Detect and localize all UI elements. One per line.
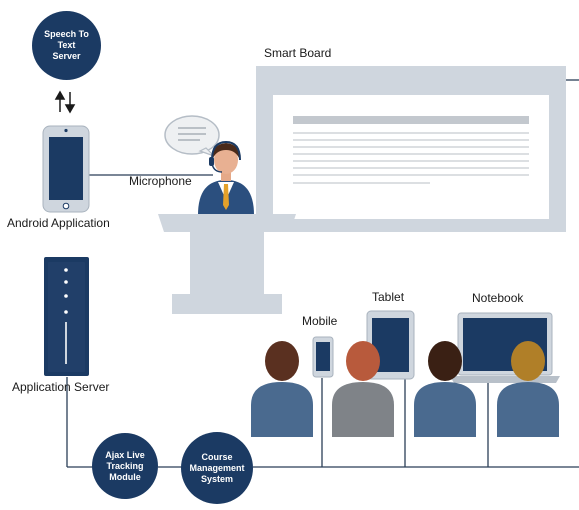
mobile-device-icon — [312, 336, 334, 378]
notebook-label: Notebook — [472, 291, 524, 305]
smart-board-label: Smart Board — [264, 46, 332, 60]
audience-person-3 — [414, 341, 476, 437]
android-application-label: Android Application — [7, 216, 110, 230]
speech-to-text-server-node: Speech To Text Server — [32, 11, 101, 80]
smart-board-icon — [256, 66, 566, 232]
podium-icon — [158, 214, 296, 314]
ajax-module-label: Ajax Live Tracking Module — [105, 449, 145, 482]
course-system-label: Course Management System — [189, 451, 245, 484]
audience-person-4 — [497, 341, 559, 437]
microphone-label: Microphone — [129, 174, 192, 188]
arrows-icon — [54, 90, 76, 114]
ajax-live-tracking-node: Ajax Live Tracking Module — [92, 433, 158, 499]
server-tower-icon — [44, 257, 89, 376]
speech-server-label: Speech To Text Server — [44, 29, 89, 61]
audience-person-2 — [332, 341, 394, 437]
notebook-device-icon — [450, 312, 560, 383]
audience-person-1 — [251, 341, 313, 437]
speech-bubble-icon — [164, 115, 220, 157]
tablet-label: Tablet — [372, 290, 405, 304]
application-server-label: Application Server — [12, 380, 110, 394]
mobile-label: Mobile — [302, 314, 338, 328]
course-management-node: Course Management System — [181, 432, 253, 504]
speaker-person-icon — [198, 140, 254, 215]
android-phone-icon — [42, 125, 90, 213]
connector-lines — [66, 79, 579, 468]
